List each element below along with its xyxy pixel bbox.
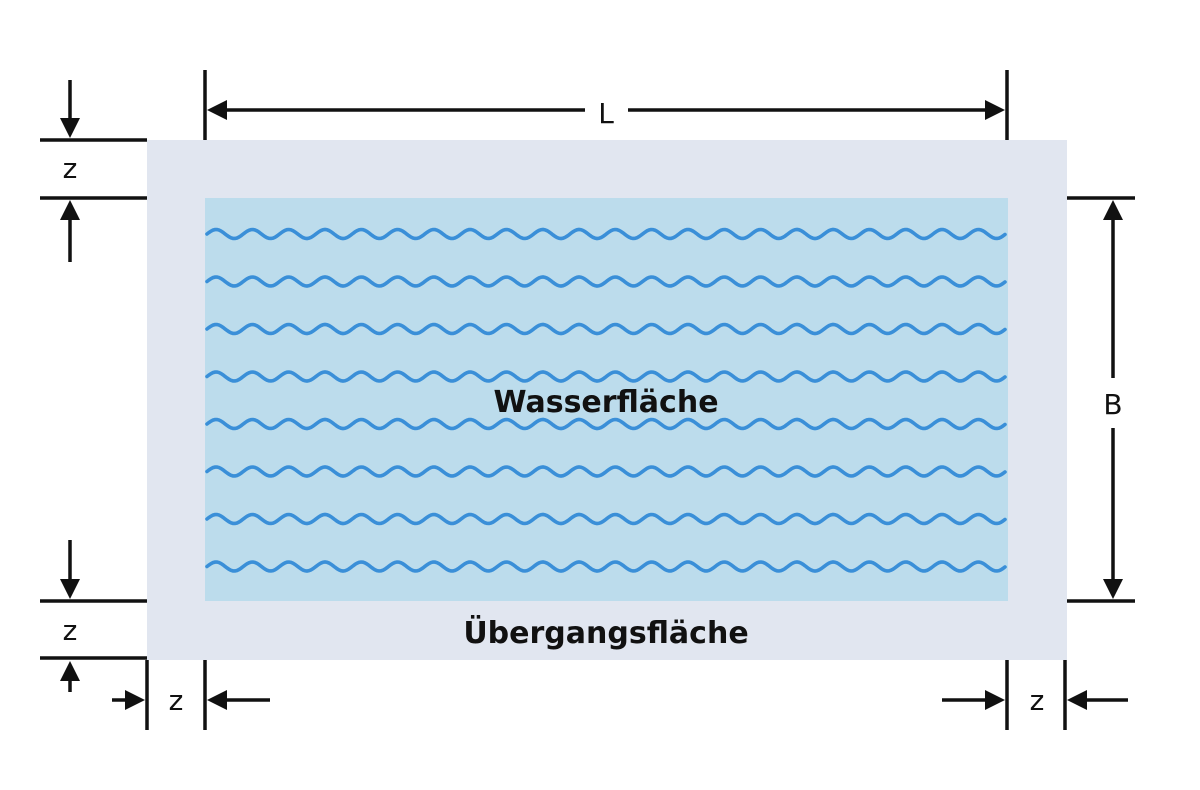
length-arrowhead-right <box>985 100 1005 120</box>
wave-line <box>205 512 1007 526</box>
margin-top-arrowhead-lower <box>60 200 80 220</box>
margin-bottom-arrowhead-upper <box>60 579 80 599</box>
margin-left-dimension: z <box>112 660 270 730</box>
margin-right-label: z <box>1030 684 1045 717</box>
length-arrowhead-left <box>207 100 227 120</box>
width-label: B <box>1103 388 1122 421</box>
margin-top-label: z <box>63 152 78 185</box>
margin-left-arrowhead-left <box>125 690 145 710</box>
margin-right-arrowhead-left <box>985 690 1005 710</box>
length-dimension: L <box>203 70 1009 140</box>
margin-left-arrowhead-right <box>207 690 227 710</box>
width-arrowhead-top <box>1103 200 1123 220</box>
margin-top-dimension: z <box>40 80 147 262</box>
margin-right-arrowhead-right <box>1067 690 1087 710</box>
wave-line <box>205 322 1007 336</box>
length-label: L <box>598 97 614 130</box>
width-arrowhead-bottom <box>1103 579 1123 599</box>
wave-line <box>205 560 1007 573</box>
margin-bottom-dimension: z <box>40 540 147 692</box>
water-area <box>205 198 1008 601</box>
water-area-label: Wasserfläche <box>493 385 718 420</box>
wave-line <box>205 465 1007 478</box>
width-dimension: B <box>1067 196 1135 603</box>
margin-bottom-arrowhead-lower <box>60 661 80 681</box>
water-waves <box>205 227 1007 573</box>
wave-line <box>205 227 1007 241</box>
wave-line <box>205 275 1007 288</box>
margin-right-dimension: z <box>942 660 1128 730</box>
transition-area-label: Übergangsfläche <box>463 614 748 651</box>
margin-left-label: z <box>169 684 184 717</box>
margin-top-arrowhead-upper <box>60 118 80 138</box>
margin-bottom-label: z <box>63 614 78 647</box>
wave-line <box>205 370 1007 383</box>
wave-line <box>205 417 1007 431</box>
